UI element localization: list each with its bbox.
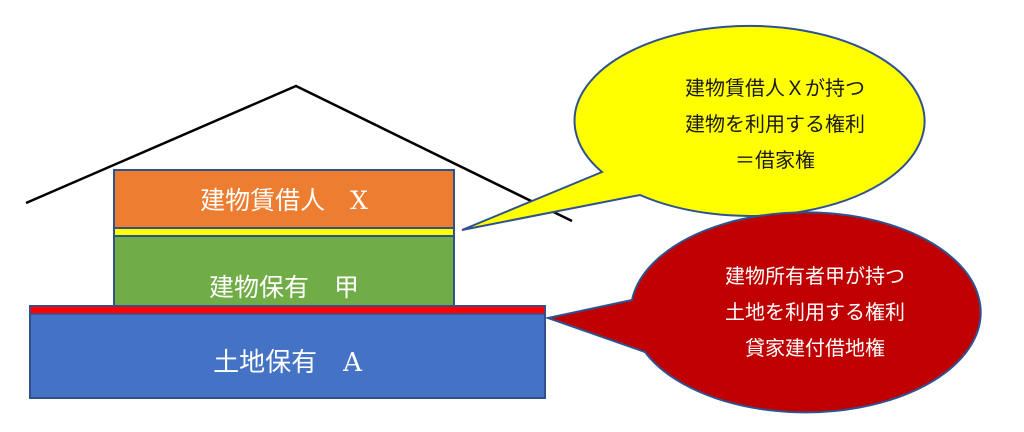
yellow-callout-line: ＝借家権 [735,148,815,172]
red-callout-line: 建物所有者甲が持つ [725,264,905,288]
yellow-callout-line: 建物賃借人Ｘが持つ [685,76,865,100]
tenant-layer [113,169,455,229]
yellow-callout-line: 建物を利用する権利 [685,112,865,136]
tenant-label: 建物賃借人 X [200,186,368,215]
lease-right-strip [113,227,455,237]
red-callout-bubble [544,211,982,414]
land-owner-label: 土地保有 A [213,347,362,378]
building-owner-label: 建物保有 甲 [208,273,359,302]
land-layer [29,305,546,399]
yellow-callout-text: 建物賃借人Ｘが持つ 建物を利用する権利 ＝借家権 [610,70,940,178]
red-callout-text: 建物所有者甲が持つ 土地を利用する権利 貸家建付借地権 [665,258,965,366]
red-callout-line: 土地を利用する権利 [725,300,905,324]
red-callout-line: 貸家建付借地権 [745,336,885,360]
land-right-strip [29,305,546,315]
roof-line [25,84,573,223]
